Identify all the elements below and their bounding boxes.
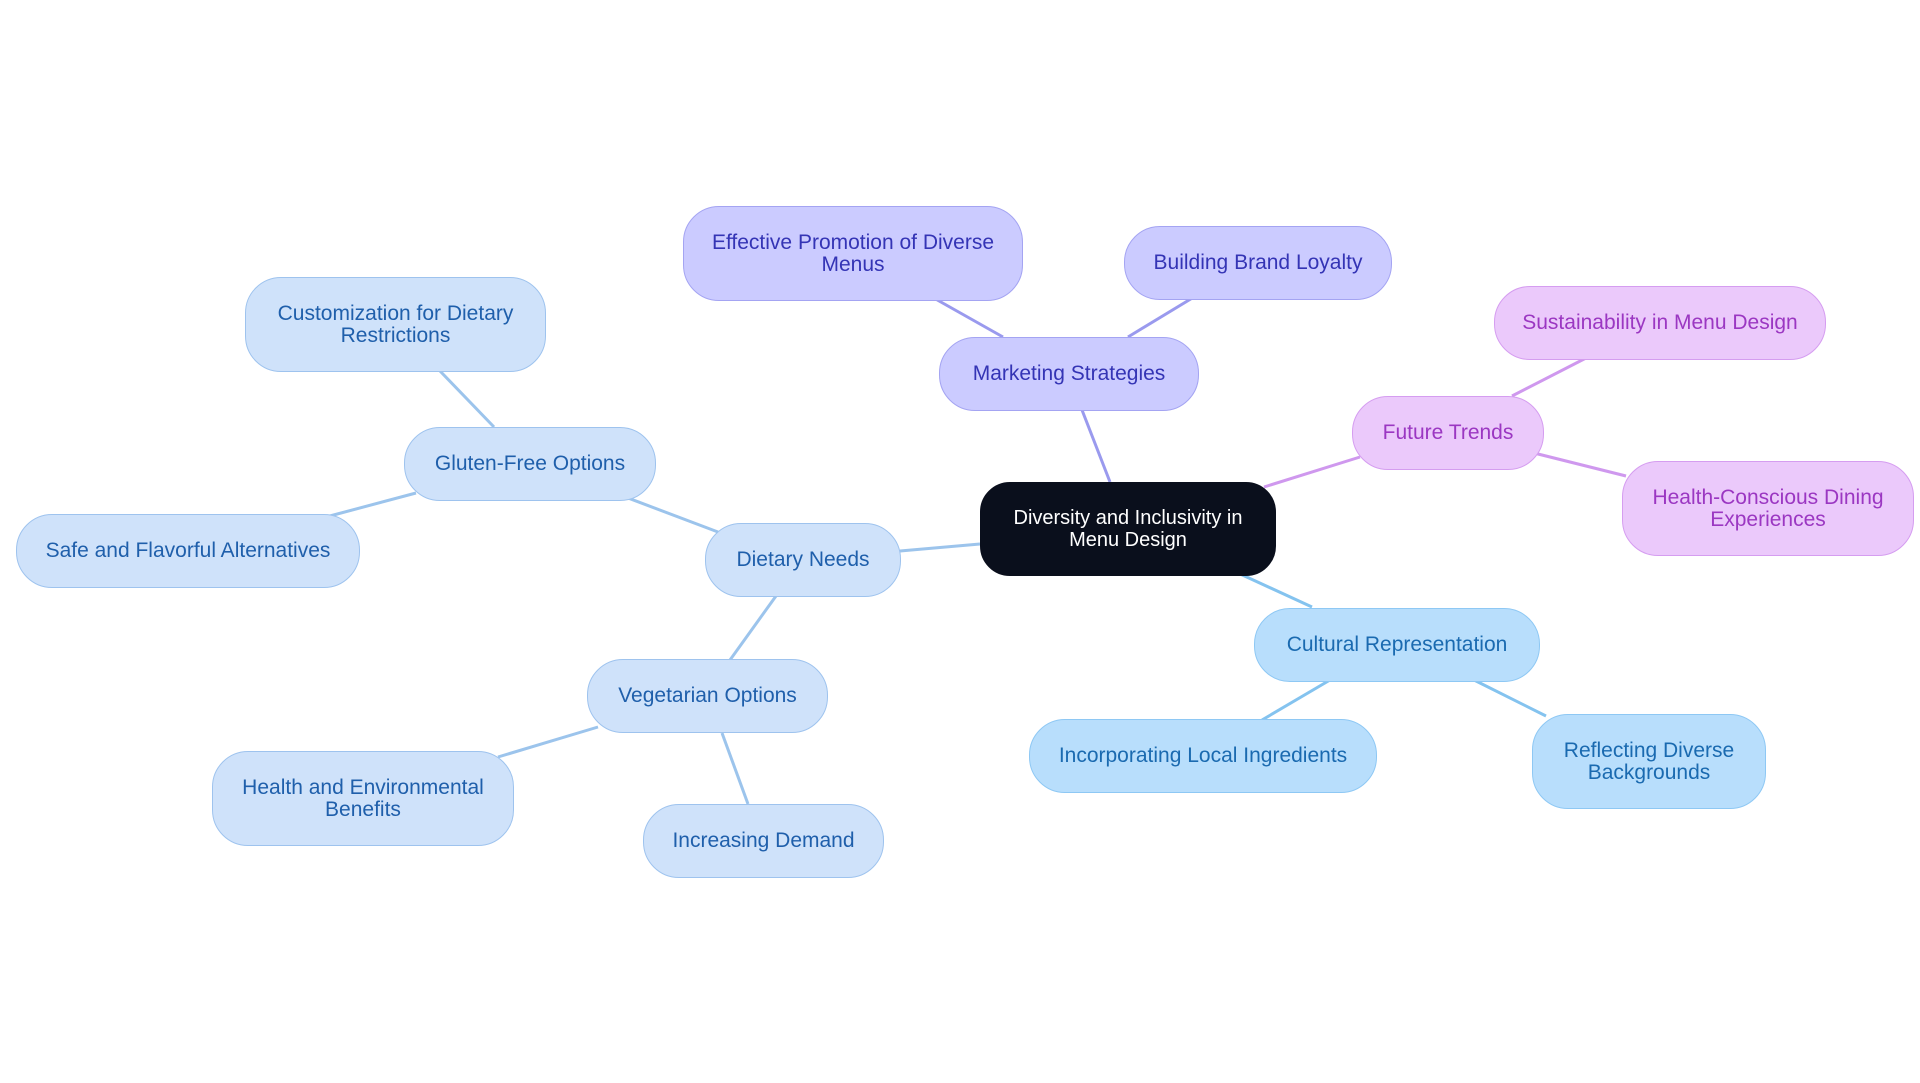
node-increasing-demand-label: Increasing Demand xyxy=(672,829,855,852)
node-gluten-free-options: Gluten-Free Options xyxy=(404,427,656,501)
edge-vegetarian-demand xyxy=(720,732,750,805)
node-effective-promotion-label: Effective Promotion of Diverse Menus xyxy=(711,230,995,276)
edge-future-health xyxy=(1533,451,1627,478)
node-vegetarian-options-label: Vegetarian Options xyxy=(618,684,797,707)
edge-cultural-local xyxy=(1261,678,1331,722)
edge-root-dietary xyxy=(899,542,981,553)
node-brand-loyalty-label: Building Brand Loyalty xyxy=(1153,251,1363,274)
node-gluten-free-options-label: Gluten-Free Options xyxy=(434,452,626,475)
node-sustainability: Sustainability in Menu Design xyxy=(1494,286,1826,360)
root-node-label: Diversity and Inclusivity in Menu Design xyxy=(1013,507,1243,551)
node-health-environmental: Health and Environmental Benefits xyxy=(212,751,514,846)
node-customization-label: Customization for Dietary Restrictions xyxy=(277,301,514,347)
edge-dietary-vegetarian xyxy=(728,595,778,661)
edge-root-marketing xyxy=(1080,409,1112,483)
node-safe-alternatives-label: Safe and Flavorful Alternatives xyxy=(45,539,331,562)
node-diverse-backgrounds: Reflecting Diverse Backgrounds xyxy=(1532,714,1766,809)
node-brand-loyalty: Building Brand Loyalty xyxy=(1124,226,1392,300)
edge-vegetarian-health xyxy=(497,725,599,759)
edge-future-sustainability xyxy=(1511,355,1589,398)
node-health-conscious-label: Health-Conscious Dining Experiences xyxy=(1652,485,1884,531)
node-cultural-representation: Cultural Representation xyxy=(1254,608,1540,682)
node-marketing-strategies: Marketing Strategies xyxy=(939,337,1199,411)
edge-root-future xyxy=(1263,455,1361,489)
node-dietary-needs-label: Dietary Needs xyxy=(736,548,870,571)
node-marketing-strategies-label: Marketing Strategies xyxy=(972,362,1166,385)
edge-dietary-gluten xyxy=(627,496,719,534)
root-node: Diversity and Inclusivity in Menu Design xyxy=(980,482,1276,576)
node-customization: Customization for Dietary Restrictions xyxy=(245,277,546,372)
node-effective-promotion: Effective Promotion of Diverse Menus xyxy=(683,206,1023,301)
node-cultural-representation-label: Cultural Representation xyxy=(1286,633,1508,656)
node-dietary-needs: Dietary Needs xyxy=(705,523,901,597)
node-health-environmental-label: Health and Environmental Benefits xyxy=(242,775,484,821)
edge-gluten-customization xyxy=(438,369,496,429)
edge-marketing-promotion xyxy=(931,295,1004,339)
node-health-conscious: Health-Conscious Dining Experiences xyxy=(1622,461,1914,556)
node-diverse-backgrounds-label: Reflecting Diverse Backgrounds xyxy=(1563,738,1735,784)
node-local-ingredients: Incorporating Local Ingredients xyxy=(1029,719,1377,793)
node-vegetarian-options: Vegetarian Options xyxy=(587,659,828,733)
node-safe-alternatives: Safe and Flavorful Alternatives xyxy=(16,514,360,588)
node-future-trends: Future Trends xyxy=(1352,396,1544,470)
edge-root-cultural xyxy=(1237,571,1313,609)
node-local-ingredients-label: Incorporating Local Ingredients xyxy=(1058,744,1348,767)
edge-gluten-safe xyxy=(325,491,417,519)
node-future-trends-label: Future Trends xyxy=(1382,421,1514,444)
edge-marketing-loyalty xyxy=(1127,295,1195,339)
node-increasing-demand: Increasing Demand xyxy=(643,804,884,878)
edge-cultural-backgrounds xyxy=(1473,678,1547,718)
node-sustainability-label: Sustainability in Menu Design xyxy=(1522,311,1798,334)
